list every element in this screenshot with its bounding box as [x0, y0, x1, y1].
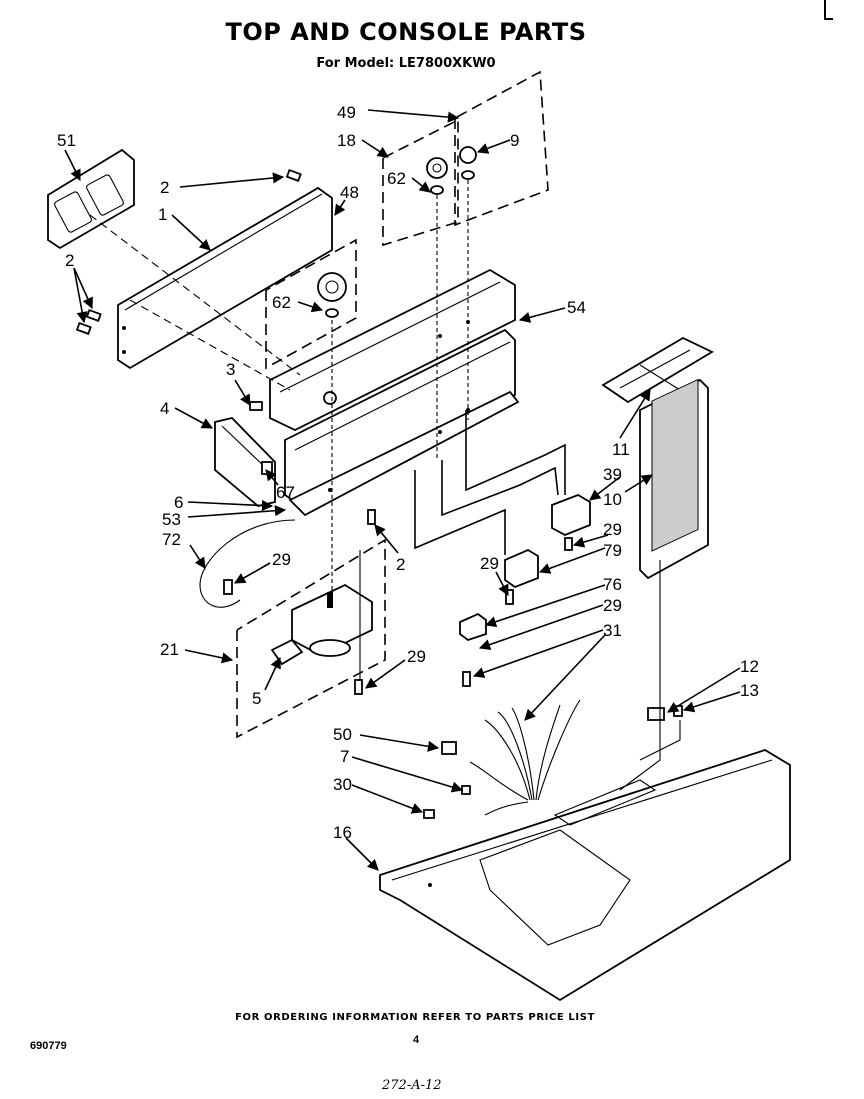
callout-2: 2: [160, 178, 169, 197]
corner-mark: [824, 0, 833, 20]
part-10-11-panel: [601, 336, 714, 580]
callout-10: 10: [603, 490, 622, 509]
screws-2: [75, 168, 376, 525]
callout-2: 2: [396, 555, 405, 574]
callout-48: 48: [340, 183, 359, 202]
part-21-timer: [270, 583, 373, 666]
part-51-end-cap: [47, 148, 135, 250]
callout-9: 9: [510, 131, 519, 150]
knobs: [317, 146, 477, 318]
callout-62: 62: [272, 293, 291, 312]
part-54-console-top: [269, 268, 520, 517]
callout-62: 62: [387, 169, 406, 188]
callout-11: 11: [612, 440, 630, 459]
callout-76: 76: [603, 575, 622, 594]
callout-18: 18: [337, 131, 356, 150]
callout-16: 16: [333, 823, 352, 842]
callout-29: 29: [407, 647, 426, 666]
callout-79: 79: [603, 541, 622, 560]
callout-13: 13: [740, 681, 759, 700]
callout-3: 3: [226, 360, 235, 379]
callout-4: 4: [160, 399, 169, 418]
model-subtitle: For Model: LE7800XKW0: [316, 56, 496, 71]
callout-31: 31: [603, 621, 622, 640]
callout-49: 49: [337, 103, 356, 122]
callout-12: 12: [740, 657, 759, 676]
callout-54: 54: [567, 298, 586, 317]
document-code: 690779: [30, 1040, 67, 1052]
callout-53: 53: [162, 510, 181, 529]
handwritten-note: 272-A-12: [382, 1078, 442, 1093]
callout-39: 39: [603, 465, 622, 484]
ordering-note: FOR ORDERING INFORMATION REFER TO PARTS …: [235, 1012, 595, 1023]
callout-51: 51: [57, 131, 76, 150]
callout-7: 7: [340, 747, 349, 766]
leader-lines: [64, 109, 741, 871]
connector-lines: [89, 180, 681, 791]
callout-numbers: 51 2 1 48 2 49 18 9 62 62 54 3 4 67 6 53…: [57, 103, 759, 842]
callout-29: 29: [603, 596, 622, 615]
callout-1: 1: [158, 205, 167, 224]
page-title: TOP AND CONSOLE PARTS: [225, 18, 587, 46]
callout-2: 2: [65, 251, 74, 270]
callout-30: 30: [333, 775, 352, 794]
callout-50: 50: [333, 725, 352, 744]
page-number: 4: [413, 1034, 420, 1046]
part-4-end-bracket: [214, 401, 276, 507]
small-switches: [223, 494, 591, 695]
callout-6: 6: [174, 493, 183, 512]
callout-29: 29: [480, 554, 499, 573]
part-1-control-panel: [117, 186, 333, 370]
callout-29: 29: [603, 520, 622, 539]
callout-5: 5: [252, 689, 261, 708]
callout-67: 67: [276, 483, 295, 502]
part-16-top-panel: [379, 749, 791, 1002]
callout-21: 21: [160, 640, 179, 659]
callout-29: 29: [272, 550, 291, 569]
dashed-group-boxes: [236, 70, 549, 739]
callout-72: 72: [162, 530, 181, 549]
